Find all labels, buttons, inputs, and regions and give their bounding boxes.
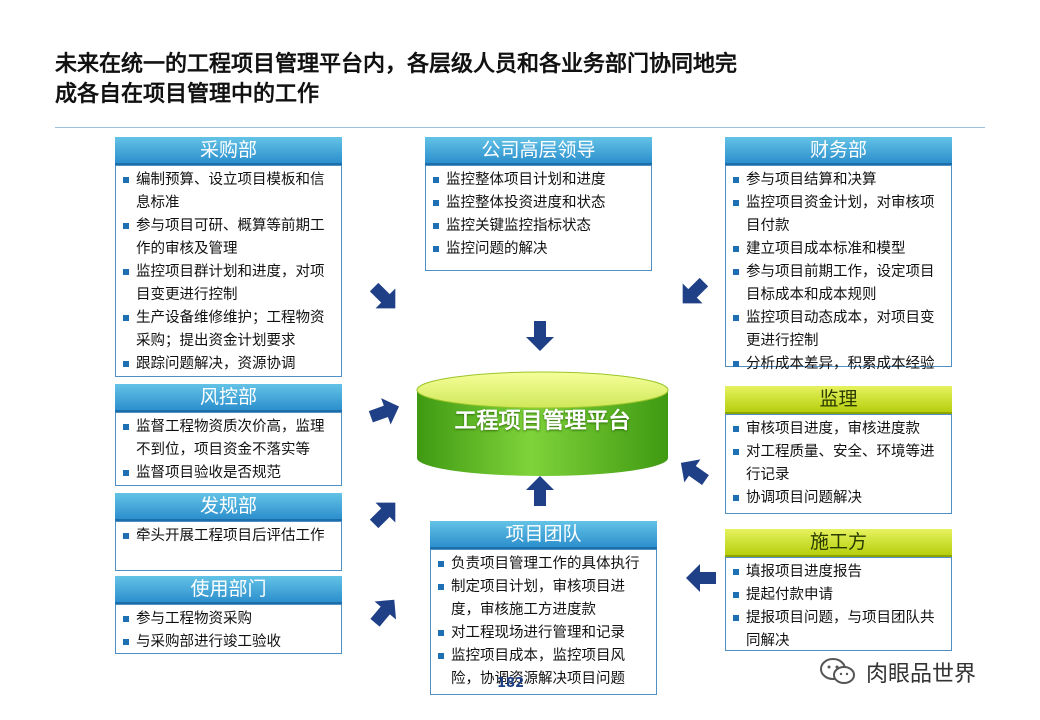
project-team-list: 负责项目管理工作的具体执行 制定项目计划，审核项目进度，审核施工方进度款 对工程… — [437, 553, 652, 691]
procurement-list: 编制预算、设立项目模板和信息标准 参与项目可研、概算等前期工作的审核及管理 监控… — [122, 169, 337, 376]
user-dept-list: 参与工程物资采购 与采购部进行竣工验收 — [122, 608, 337, 654]
procurement-box: 编制预算、设立项目模板和信息标准 参与项目可研、概算等前期工作的审核及管理 监控… — [115, 165, 342, 377]
list-item: 参与工程物资采购 — [122, 608, 337, 631]
list-item: 跟踪问题解决，资源协调 — [122, 353, 337, 376]
list-item: 建立项目成本标准和模型 — [732, 238, 947, 261]
supervision-header: 监理 — [725, 386, 952, 414]
wechat-icon — [820, 658, 855, 684]
planning-box: 牵头开展工程项目后评估工作 — [115, 521, 342, 571]
risk-header: 风控部 — [115, 384, 342, 412]
list-item: 与采购部进行竣工验收 — [122, 631, 337, 654]
arrow-icon — [682, 277, 709, 304]
arrow-icon — [526, 321, 554, 351]
arrow-icon — [369, 282, 396, 309]
planning-header: 发规部 — [115, 493, 342, 521]
list-item: 监控项目动态成本，对项目变更进行控制 — [732, 307, 947, 353]
list-item: 监控关键监控指标状态 — [432, 215, 647, 238]
leadership-header: 公司高层领导 — [425, 137, 652, 165]
list-item: 制定项目计划，审核项目进度，审核施工方进度款 — [437, 576, 652, 622]
list-item: 监督项目验收是否规范 — [122, 462, 337, 485]
arrow-icon — [680, 459, 709, 485]
arrow-icon — [369, 502, 396, 529]
contractor-box: 填报项目进度报告 提起付款申请 提报项目问题，与项目团队共同解决 — [725, 557, 952, 651]
list-item: 牵头开展工程项目后评估工作 — [122, 525, 337, 548]
planning-list: 牵头开展工程项目后评估工作 — [122, 525, 337, 548]
platform-label: 工程项目管理平台 — [454, 409, 631, 434]
list-item: 参与项目可研、概算等前期工作的审核及管理 — [122, 215, 337, 261]
list-item: 监控整体项目计划和进度 — [432, 169, 647, 192]
watermark: 肉眼品世界 — [818, 656, 976, 688]
platform-cylinder — [416, 371, 669, 476]
risk-list: 监督工程物资质次价高，监理不到位，项目资金不落实等 监督项目验收是否规范 — [122, 416, 337, 485]
list-item: 对工程现场进行管理和记录 — [437, 622, 652, 645]
list-item: 协调项目问题解决 — [732, 487, 947, 510]
list-item: 编制预算、设立项目模板和信息标准 — [122, 169, 337, 215]
supervision-box: 审核项目进度，审核进度款 对工程质量、安全、环境等进行记录 协调项目问题解决 — [725, 414, 952, 514]
risk-box: 监督工程物资质次价高，监理不到位，项目资金不落实等 监督项目验收是否规范 — [115, 412, 342, 486]
page-title: 未来在统一的工程项目管理平台内，各层级人员和各业务部门协同地完 成各自在项目管理… — [55, 50, 955, 110]
list-item: 填报项目进度报告 — [732, 561, 947, 584]
user-dept-header: 使用部门 — [115, 576, 342, 604]
list-item: 分析成本差异，积累成本经验 — [732, 353, 947, 376]
arrow-icon — [368, 398, 400, 425]
finance-box: 参与项目结算和决算 监控项目资金计划，对审核项目付款 建立项目成本标准和模型 参… — [725, 165, 952, 372]
list-item: 参与项目前期工作，设定项目目标成本和成本规则 — [732, 261, 947, 307]
list-item: 提报项目问题，与项目团队共同解决 — [732, 607, 947, 653]
page-title-line1: 未来在统一的工程项目管理平台内，各层级人员和各业务部门协同地完 — [55, 52, 738, 77]
leadership-list: 监控整体项目计划和进度 监控整体投资进度和状态 监控关键监控指标状态 监控问题的… — [432, 169, 647, 261]
title-divider — [55, 127, 985, 128]
list-item: 负责项目管理工作的具体执行 — [437, 553, 652, 576]
contractor-list: 填报项目进度报告 提起付款申请 提报项目问题，与项目团队共同解决 — [732, 561, 947, 653]
contractor-header: 施工方 — [725, 529, 952, 557]
arrow-icon — [370, 599, 397, 627]
project-team-box: 负责项目管理工作的具体执行 制定项目计划，审核项目进度，审核施工方进度款 对工程… — [430, 549, 657, 695]
list-item: 生产设备维修维护；工程物资采购；提出资金计划要求 — [122, 307, 337, 353]
list-item: 监控问题的解决 — [432, 238, 647, 261]
list-item: 提起付款申请 — [732, 584, 947, 607]
list-item: 参与项目结算和决算 — [732, 169, 947, 192]
list-item: 监督工程物资质次价高，监理不到位，项目资金不落实等 — [122, 416, 337, 462]
page-number: 182 — [497, 676, 525, 691]
project-team-header: 项目团队 — [430, 521, 657, 549]
leadership-box: 监控整体项目计划和进度 监控整体投资进度和状态 监控关键监控指标状态 监控问题的… — [425, 165, 652, 271]
list-item: 监控整体投资进度和状态 — [432, 192, 647, 215]
arrow-icon — [526, 476, 554, 506]
user-dept-box: 参与工程物资采购 与采购部进行竣工验收 — [115, 604, 342, 654]
supervision-list: 审核项目进度，审核进度款 对工程质量、安全、环境等进行记录 协调项目问题解决 — [732, 418, 947, 510]
list-item: 审核项目进度，审核进度款 — [732, 418, 947, 441]
watermark-text: 肉眼品世界 — [866, 662, 977, 687]
list-item: 对工程质量、安全、环境等进行记录 — [732, 441, 947, 487]
list-item: 监控项目群计划和进度，对项目变更进行控制 — [122, 261, 337, 307]
list-item: 监控项目资金计划，对审核项目付款 — [732, 192, 947, 238]
arrow-icon — [686, 564, 716, 592]
list-item: 监控项目成本，监控项目风险，协调资源解决项目问题 — [437, 645, 652, 691]
page-title-line2: 成各自在项目管理中的工作 — [55, 82, 320, 107]
finance-header: 财务部 — [725, 137, 952, 165]
procurement-header: 采购部 — [115, 137, 342, 165]
finance-list: 参与项目结算和决算 监控项目资金计划，对审核项目付款 建立项目成本标准和模型 参… — [732, 169, 947, 376]
